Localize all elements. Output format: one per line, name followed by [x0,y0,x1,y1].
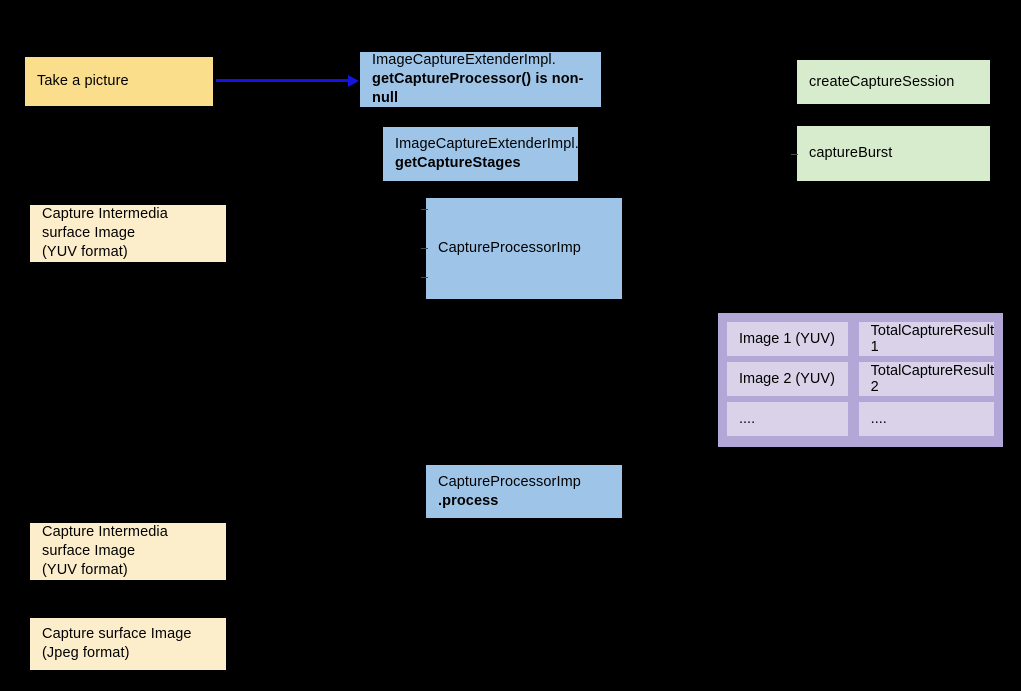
node-get-capture-processor-line2: getCaptureProcessor() is non-null [372,71,584,106]
node-capture-processor-process-line2: .process [438,492,499,509]
node-get-capture-processor-line1: ImageCaptureExtenderImpl. [372,52,556,68]
connector-tick [421,248,428,249]
node-capture-processor-process[interactable]: CaptureProcessorImp .process [426,465,622,518]
node-create-capture-session-label: createCaptureSession [809,73,955,90]
result-table-column-images: Image 1 (YUV) Image 2 (YUV) .... [727,322,848,438]
node-intermedia-surface-image-bottom-label: Capture Intermedia surface Image (YUV fo… [42,524,168,578]
node-take-a-picture[interactable]: Take a picture [25,57,213,106]
node-intermedia-surface-image-top-label: Capture Intermedia surface Image (YUV fo… [42,206,168,260]
table-row[interactable]: Image 1 (YUV) [727,322,848,356]
node-capture-processor-process-line1: CaptureProcessorImp [438,473,581,490]
node-capture-burst-label: captureBurst [809,145,893,161]
arrow-head-icon [348,74,359,87]
node-get-capture-stages[interactable]: ImageCaptureExtenderImpl. getCaptureStag… [383,127,579,181]
connector-tick [421,277,428,278]
node-capture-processor-imp-label: CaptureProcessorImp [438,240,581,256]
node-capture-surface-image-jpeg[interactable]: Capture surface Image (Jpeg format) [30,618,226,670]
connector-tick [421,209,428,210]
node-capture-burst[interactable]: captureBurst [797,126,990,181]
table-row[interactable]: .... [858,402,994,436]
node-take-a-picture-label: Take a picture [37,73,129,89]
table-row[interactable]: TotalCaptureResult 2 [858,362,994,396]
node-intermedia-surface-image-bottom[interactable]: Capture Intermedia surface Image (YUV fo… [30,523,226,580]
node-capture-processor-imp[interactable]: CaptureProcessorImp [426,198,622,299]
arrow-take-picture-to-get-capture-processor [216,79,350,82]
table-row[interactable]: Image 2 (YUV) [727,362,848,396]
node-get-capture-processor[interactable]: ImageCaptureExtenderImpl. getCaptureProc… [360,52,601,107]
table-row[interactable]: TotalCaptureResult 1 [858,322,994,356]
node-capture-surface-image-jpeg-label: Capture surface Image (Jpeg format) [42,626,192,661]
node-get-capture-stages-line1: ImageCaptureExtenderImpl. [395,136,579,152]
node-get-capture-stages-line2: getCaptureStages [395,155,521,171]
table-row[interactable]: .... [727,402,848,436]
connector-tick [791,154,798,155]
result-table-group: Image 1 (YUV) Image 2 (YUV) .... TotalCa… [718,313,1003,447]
node-create-capture-session[interactable]: createCaptureSession [797,60,990,104]
result-table-column-results: TotalCaptureResult 1 TotalCaptureResult … [858,322,994,438]
node-intermedia-surface-image-top[interactable]: Capture Intermedia surface Image (YUV fo… [30,205,226,262]
